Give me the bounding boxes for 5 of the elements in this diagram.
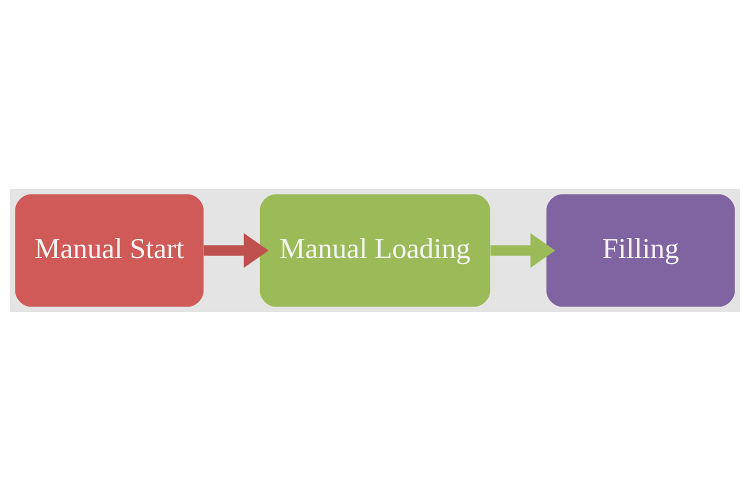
node-box: Manual Loading bbox=[260, 194, 490, 306]
node-box: Manual Start bbox=[15, 194, 204, 306]
arrow bbox=[490, 232, 556, 268]
node-box: Filling bbox=[546, 194, 735, 306]
arrow bbox=[204, 232, 269, 268]
